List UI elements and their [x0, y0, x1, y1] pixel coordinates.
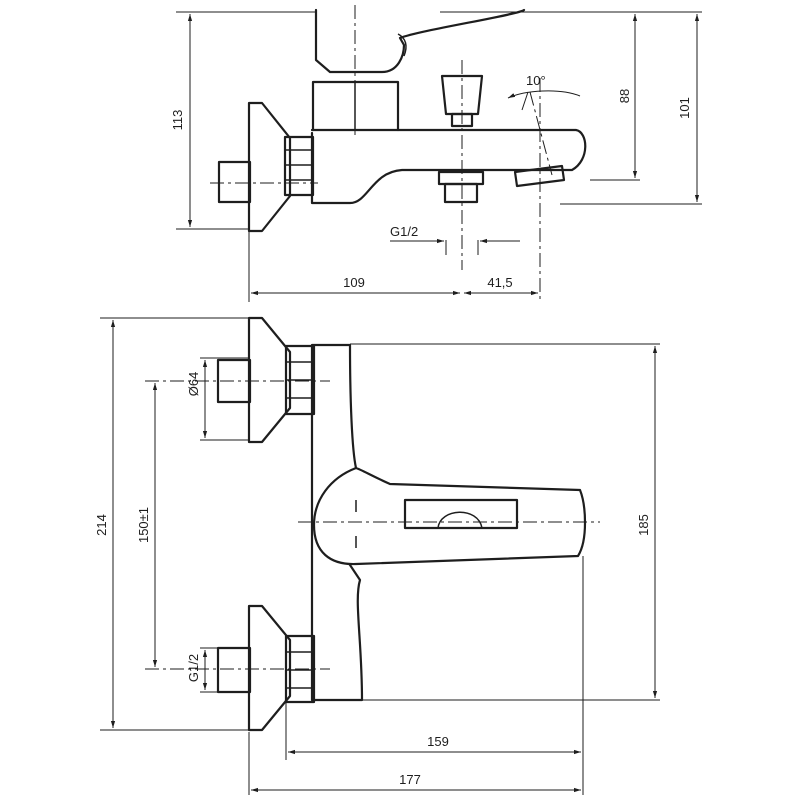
side-faucet-body — [310, 128, 587, 205]
front-lever-window — [403, 498, 519, 530]
side-outlet-nut — [437, 170, 485, 186]
side-lever-handle — [314, 8, 526, 74]
dim-front-inlet-spacing: 150±1 — [136, 507, 151, 543]
side-view: 113 88 101 10° G1/2 109 41,5 — [170, 5, 702, 302]
dim-side-depth: 109 — [343, 275, 365, 290]
side-spout-tip — [513, 164, 566, 188]
front-view: Ø64 150±1 214 185 G1/2 159 177 — [94, 316, 660, 795]
front-lower-flange — [247, 604, 292, 732]
dim-front-total-height: 214 — [94, 514, 109, 536]
front-lever-handle — [312, 466, 587, 566]
dim-front-body-height: 185 — [636, 514, 651, 536]
dim-side-outlet-thread: G1/2 — [390, 224, 418, 239]
front-upper-flange — [247, 316, 292, 444]
dim-side-spout-height: 88 — [617, 89, 632, 103]
side-wall-flange — [247, 101, 292, 233]
dim-side-angle: 10° — [526, 73, 546, 88]
dim-side-spout-offset: 41,5 — [487, 275, 512, 290]
side-diverter-knob — [440, 74, 484, 116]
dim-front-body-width: 159 — [427, 734, 449, 749]
dim-front-diameter: Ø64 — [186, 372, 201, 397]
front-lower-inlet-pipe — [216, 646, 252, 694]
dim-front-inlet-thread: G1/2 — [186, 654, 201, 682]
side-inlet-pipe — [217, 160, 252, 204]
dim-front-total-width: 177 — [399, 772, 421, 787]
dim-side-height-total: 113 — [170, 110, 185, 131]
front-faucet-body — [310, 343, 364, 702]
dim-side-outer-height: 101 — [677, 97, 692, 119]
side-outlet-thread — [443, 182, 479, 204]
